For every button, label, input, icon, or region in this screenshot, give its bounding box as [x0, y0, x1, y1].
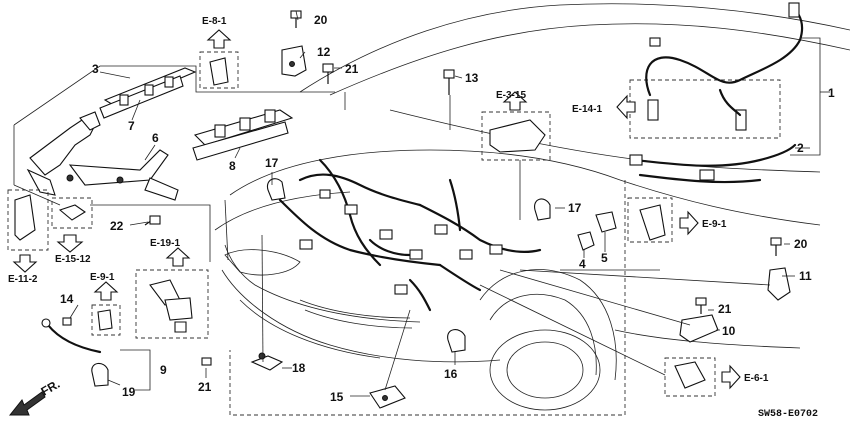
- callout-20-right: 20: [794, 237, 808, 251]
- callout-7: 7: [128, 119, 135, 133]
- callout-11: 11: [799, 269, 812, 283]
- callout-21-right: 21: [718, 302, 732, 316]
- callout-2: 2: [797, 141, 804, 155]
- callout-4: 4: [579, 257, 586, 271]
- part-9-ground-cable: [41, 318, 151, 391]
- part-21-bolt-top: [322, 63, 334, 84]
- ref-e-11-2: E-11-2: [8, 274, 38, 285]
- ref-e-8-1: E-8-1: [202, 16, 227, 27]
- upper-left-group-box: [13, 65, 335, 262]
- ref-e-9-1-right: E-9-1: [702, 219, 727, 230]
- part-14-bolt: [62, 317, 72, 326]
- part-17-clip-right: [534, 198, 551, 221]
- callout-12: 12: [317, 45, 331, 59]
- part-2-sub-harness: [629, 143, 797, 184]
- e-6-1-box: [664, 357, 741, 397]
- e-9-1-left-box: [91, 281, 121, 336]
- ref-e-6-1: E-6-1: [744, 373, 769, 384]
- part-4-clip: [577, 231, 595, 251]
- ref-e-3-15: E-3-15: [496, 90, 526, 101]
- part-5-grommet: [595, 211, 617, 233]
- car-body-outline: [214, 3, 850, 416]
- callout-19: 19: [122, 385, 136, 399]
- callout-17-right: 17: [568, 201, 582, 215]
- part-1-sensor-harness: [645, 2, 821, 156]
- callout-21-top: 21: [345, 62, 359, 76]
- callout-17-left: 17: [265, 156, 279, 170]
- callout-20-top: 20: [314, 13, 328, 27]
- callout-6: 6: [152, 131, 159, 145]
- ref-e-9-1-left: E-9-1: [90, 272, 115, 283]
- part-16-clamp: [447, 329, 466, 353]
- ref-e-14-1: E-14-1: [572, 104, 602, 115]
- callout-3: 3: [92, 62, 99, 76]
- part-6-bracket: [26, 111, 179, 201]
- part-7-rail: [99, 67, 197, 119]
- callout-22: 22: [110, 219, 124, 233]
- callout-21-bottom: 21: [198, 380, 212, 394]
- callout-14: 14: [60, 292, 74, 306]
- callout-1: 1: [828, 86, 835, 100]
- e-8-1-box: [199, 29, 239, 89]
- callout-10: 10: [722, 324, 736, 338]
- part-12-bracket: [281, 45, 307, 77]
- part-21-bolt-right: [695, 297, 707, 314]
- main-engine-harness: [278, 158, 542, 312]
- part-11-bracket: [767, 267, 791, 301]
- callout-16: 16: [444, 367, 458, 381]
- e-15-12-box: [51, 197, 93, 253]
- part-20-bolt-right: [770, 237, 782, 256]
- part-21-bolt-bottom: [201, 357, 212, 366]
- e-11-2-box: [7, 189, 49, 273]
- e-14-1-box: [616, 79, 781, 139]
- callout-9: 9: [160, 363, 167, 377]
- callout-18: 18: [292, 361, 306, 375]
- callout-5: 5: [601, 251, 608, 265]
- part-19-clip: [91, 362, 109, 387]
- callout-numbers: 1 2 3 4 5 6 7 8 9 10 11 12 13 14 15 16 1…: [60, 13, 835, 404]
- e-9-1-right-box: [627, 197, 699, 243]
- e-19-1-box: [135, 247, 209, 339]
- ref-e-19-1: E-19-1: [150, 238, 180, 249]
- e-3-15-box: [481, 91, 551, 161]
- diagram-code: SW58-E0702: [758, 409, 818, 420]
- front-direction-arrow: FR.: [8, 377, 62, 416]
- callout-8: 8: [229, 159, 236, 173]
- part-15-bracket: [369, 385, 406, 409]
- callout-13: 13: [465, 71, 479, 85]
- ref-e-15-12: E-15-12: [55, 254, 91, 265]
- callout-15: 15: [330, 390, 344, 404]
- part-18-bracket: [250, 352, 284, 371]
- part-10-cover: [679, 314, 719, 343]
- part-8-rail: [192, 109, 294, 161]
- section-references: E-8-1 E-3-15 E-14-1 E-9-1 E-19-1 E-9-1 E…: [8, 16, 769, 384]
- part-17-clip-left: [266, 178, 286, 201]
- part-13-bolt: [443, 69, 455, 95]
- front-arrow-icon: [8, 391, 46, 416]
- part-22-bolt: [144, 215, 161, 226]
- part-20-bolt-top: [290, 10, 302, 28]
- leader-lines: [69, 10, 830, 397]
